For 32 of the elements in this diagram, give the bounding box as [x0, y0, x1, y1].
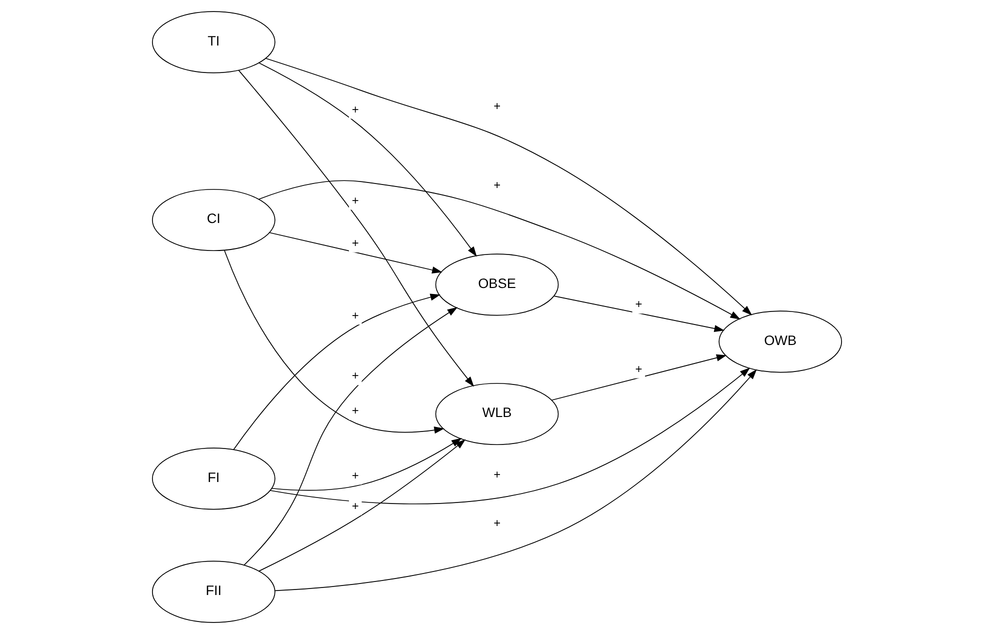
edge-label: + — [352, 468, 359, 482]
edge-label: + — [352, 308, 359, 322]
arrow — [270, 368, 750, 504]
arrow — [554, 296, 725, 332]
arrow — [265, 58, 752, 316]
arrow — [233, 294, 441, 450]
edge-label: + — [352, 368, 359, 383]
node-ellipse: FII — [152, 560, 276, 623]
edge-label: + — [352, 236, 359, 250]
node-ellipse: CI — [152, 188, 276, 252]
edge-label: + — [635, 362, 642, 376]
arrow — [238, 70, 474, 387]
edge-label: + — [635, 297, 642, 312]
arrow — [244, 307, 458, 566]
arrow — [258, 439, 466, 572]
edge-label: + — [494, 98, 501, 113]
edge-label: + — [352, 498, 359, 513]
edge-label: + — [494, 178, 501, 192]
edge-label: + — [494, 516, 501, 530]
edge-label: + — [494, 467, 501, 482]
arrow — [551, 354, 727, 401]
edge-label: + — [352, 404, 359, 418]
arrow — [269, 232, 442, 274]
arrow — [258, 62, 477, 257]
edge-label: + — [352, 102, 359, 116]
arrow — [274, 369, 757, 592]
edge-label: + — [352, 193, 359, 208]
node-ellipse: TI — [152, 11, 276, 74]
node-ellipse: FI — [152, 448, 276, 510]
arrow — [271, 438, 462, 491]
arrow — [224, 250, 444, 434]
arrow — [258, 180, 741, 320]
